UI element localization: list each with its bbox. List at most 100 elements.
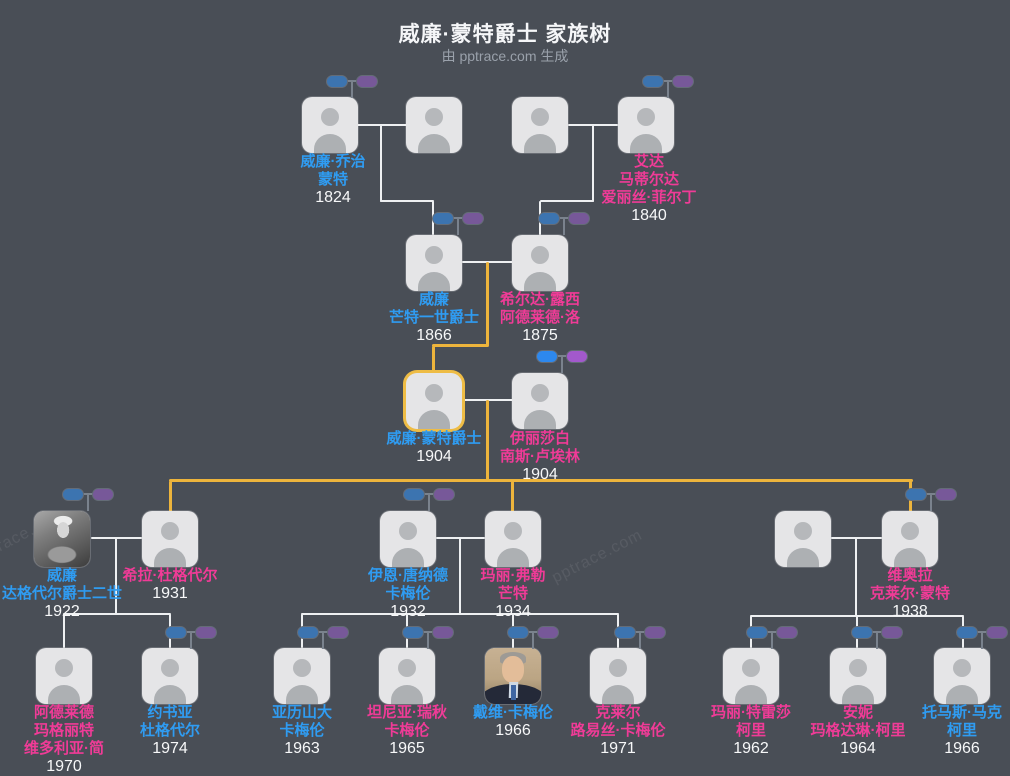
female-ancestor-pill[interactable]	[433, 488, 455, 501]
person-card[interactable]	[34, 511, 90, 567]
connector-line	[357, 124, 407, 126]
connector-line	[380, 125, 382, 202]
female-ancestor-pill[interactable]	[356, 75, 378, 88]
ancestor-pills	[403, 488, 455, 511]
female-ancestor-pill[interactable]	[327, 626, 349, 639]
male-ancestor-pill[interactable]	[326, 75, 348, 88]
person-label: 戴维·卡梅伦 1966	[425, 704, 601, 740]
pill-link-line	[82, 493, 94, 495]
male-ancestor-pill[interactable]	[403, 488, 425, 501]
person-card[interactable]	[379, 648, 435, 704]
female-ancestor-pill[interactable]	[644, 626, 666, 639]
person-silhouette-icon	[48, 685, 80, 704]
highlight-line	[432, 346, 435, 374]
person-silhouette-icon	[901, 522, 919, 540]
female-ancestor-pill[interactable]	[432, 626, 454, 639]
person-card[interactable]	[618, 97, 674, 153]
ancestor-pills	[536, 350, 588, 373]
birth-year: 1931	[152, 585, 188, 602]
pill-stub-line	[930, 494, 932, 511]
person-card[interactable]	[882, 511, 938, 567]
person-silhouette-icon	[293, 659, 311, 677]
connector-line	[592, 125, 594, 202]
male-ancestor-pill[interactable]	[614, 626, 636, 639]
person-silhouette-icon	[425, 384, 443, 402]
person-silhouette-icon	[531, 246, 549, 264]
person-label: 威廉·乔治蒙特 1824	[245, 153, 421, 207]
person-card[interactable]	[142, 648, 198, 704]
male-ancestor-pill[interactable]	[642, 75, 664, 88]
birth-year: 1866	[416, 327, 452, 344]
birth-year: 1962	[733, 740, 769, 757]
person-card[interactable]	[485, 511, 541, 567]
pill-stub-line	[639, 632, 641, 649]
female-ancestor-pill[interactable]	[935, 488, 957, 501]
female-ancestor-pill[interactable]	[566, 350, 588, 363]
male-ancestor-pill[interactable]	[538, 212, 560, 225]
male-ancestor-pill[interactable]	[432, 212, 454, 225]
person-silhouette-icon	[849, 659, 867, 677]
female-ancestor-pill[interactable]	[672, 75, 694, 88]
pill-stub-line	[981, 632, 983, 649]
person-card[interactable]	[302, 97, 358, 153]
person-card[interactable]	[512, 97, 568, 153]
person-card[interactable]	[485, 648, 541, 704]
birth-year: 1966	[944, 740, 980, 757]
pill-stub-line	[322, 632, 324, 649]
person-card[interactable]	[512, 235, 568, 291]
person-card-root[interactable]	[406, 373, 462, 429]
person-card[interactable]	[380, 511, 436, 567]
highlight-line	[486, 400, 489, 481]
person-silhouette-icon	[391, 685, 423, 704]
female-ancestor-pill[interactable]	[881, 626, 903, 639]
person-card[interactable]	[406, 235, 462, 291]
person-card[interactable]	[142, 511, 198, 567]
male-ancestor-pill[interactable]	[746, 626, 768, 639]
person-silhouette-icon	[55, 659, 73, 677]
person-silhouette-icon	[524, 134, 556, 153]
ancestor-pills	[538, 212, 590, 235]
person-card[interactable]	[775, 511, 831, 567]
female-ancestor-pill[interactable]	[776, 626, 798, 639]
pill-stub-line	[532, 632, 534, 649]
person-card[interactable]	[274, 648, 330, 704]
female-ancestor-pill[interactable]	[462, 212, 484, 225]
ancestor-pills	[402, 626, 454, 649]
connector-line	[855, 538, 857, 617]
female-ancestor-pill[interactable]	[195, 626, 217, 639]
female-ancestor-pill[interactable]	[568, 212, 590, 225]
person-card[interactable]	[36, 648, 92, 704]
female-ancestor-pill[interactable]	[92, 488, 114, 501]
female-ancestor-pill[interactable]	[986, 626, 1008, 639]
birth-year: 1938	[892, 603, 928, 620]
male-ancestor-pill[interactable]	[165, 626, 187, 639]
male-ancestor-pill[interactable]	[956, 626, 978, 639]
connector-line	[380, 200, 434, 202]
person-card[interactable]	[406, 97, 462, 153]
male-ancestor-pill[interactable]	[402, 626, 424, 639]
male-ancestor-pill[interactable]	[62, 488, 84, 501]
person-card[interactable]	[723, 648, 779, 704]
person-silhouette-icon	[161, 659, 179, 677]
pill-link-line	[422, 631, 434, 633]
portrait-photo	[34, 511, 90, 567]
birth-year: 1934	[495, 603, 531, 620]
male-ancestor-pill[interactable]	[851, 626, 873, 639]
male-ancestor-pill[interactable]	[905, 488, 927, 501]
person-card[interactable]	[830, 648, 886, 704]
birth-year: 1974	[152, 740, 188, 757]
person-card[interactable]	[590, 648, 646, 704]
person-silhouette-icon	[735, 685, 767, 704]
pill-stub-line	[561, 356, 563, 373]
person-card[interactable]	[934, 648, 990, 704]
pill-link-line	[662, 80, 674, 82]
male-ancestor-pill[interactable]	[536, 350, 558, 363]
ancestor-pills	[165, 626, 217, 649]
pill-link-line	[423, 493, 435, 495]
female-ancestor-pill[interactable]	[537, 626, 559, 639]
person-label: 玛丽·特雷莎柯里 1962	[663, 704, 839, 758]
person-card[interactable]	[512, 373, 568, 429]
pill-link-line	[317, 631, 329, 633]
male-ancestor-pill[interactable]	[297, 626, 319, 639]
male-ancestor-pill[interactable]	[507, 626, 529, 639]
